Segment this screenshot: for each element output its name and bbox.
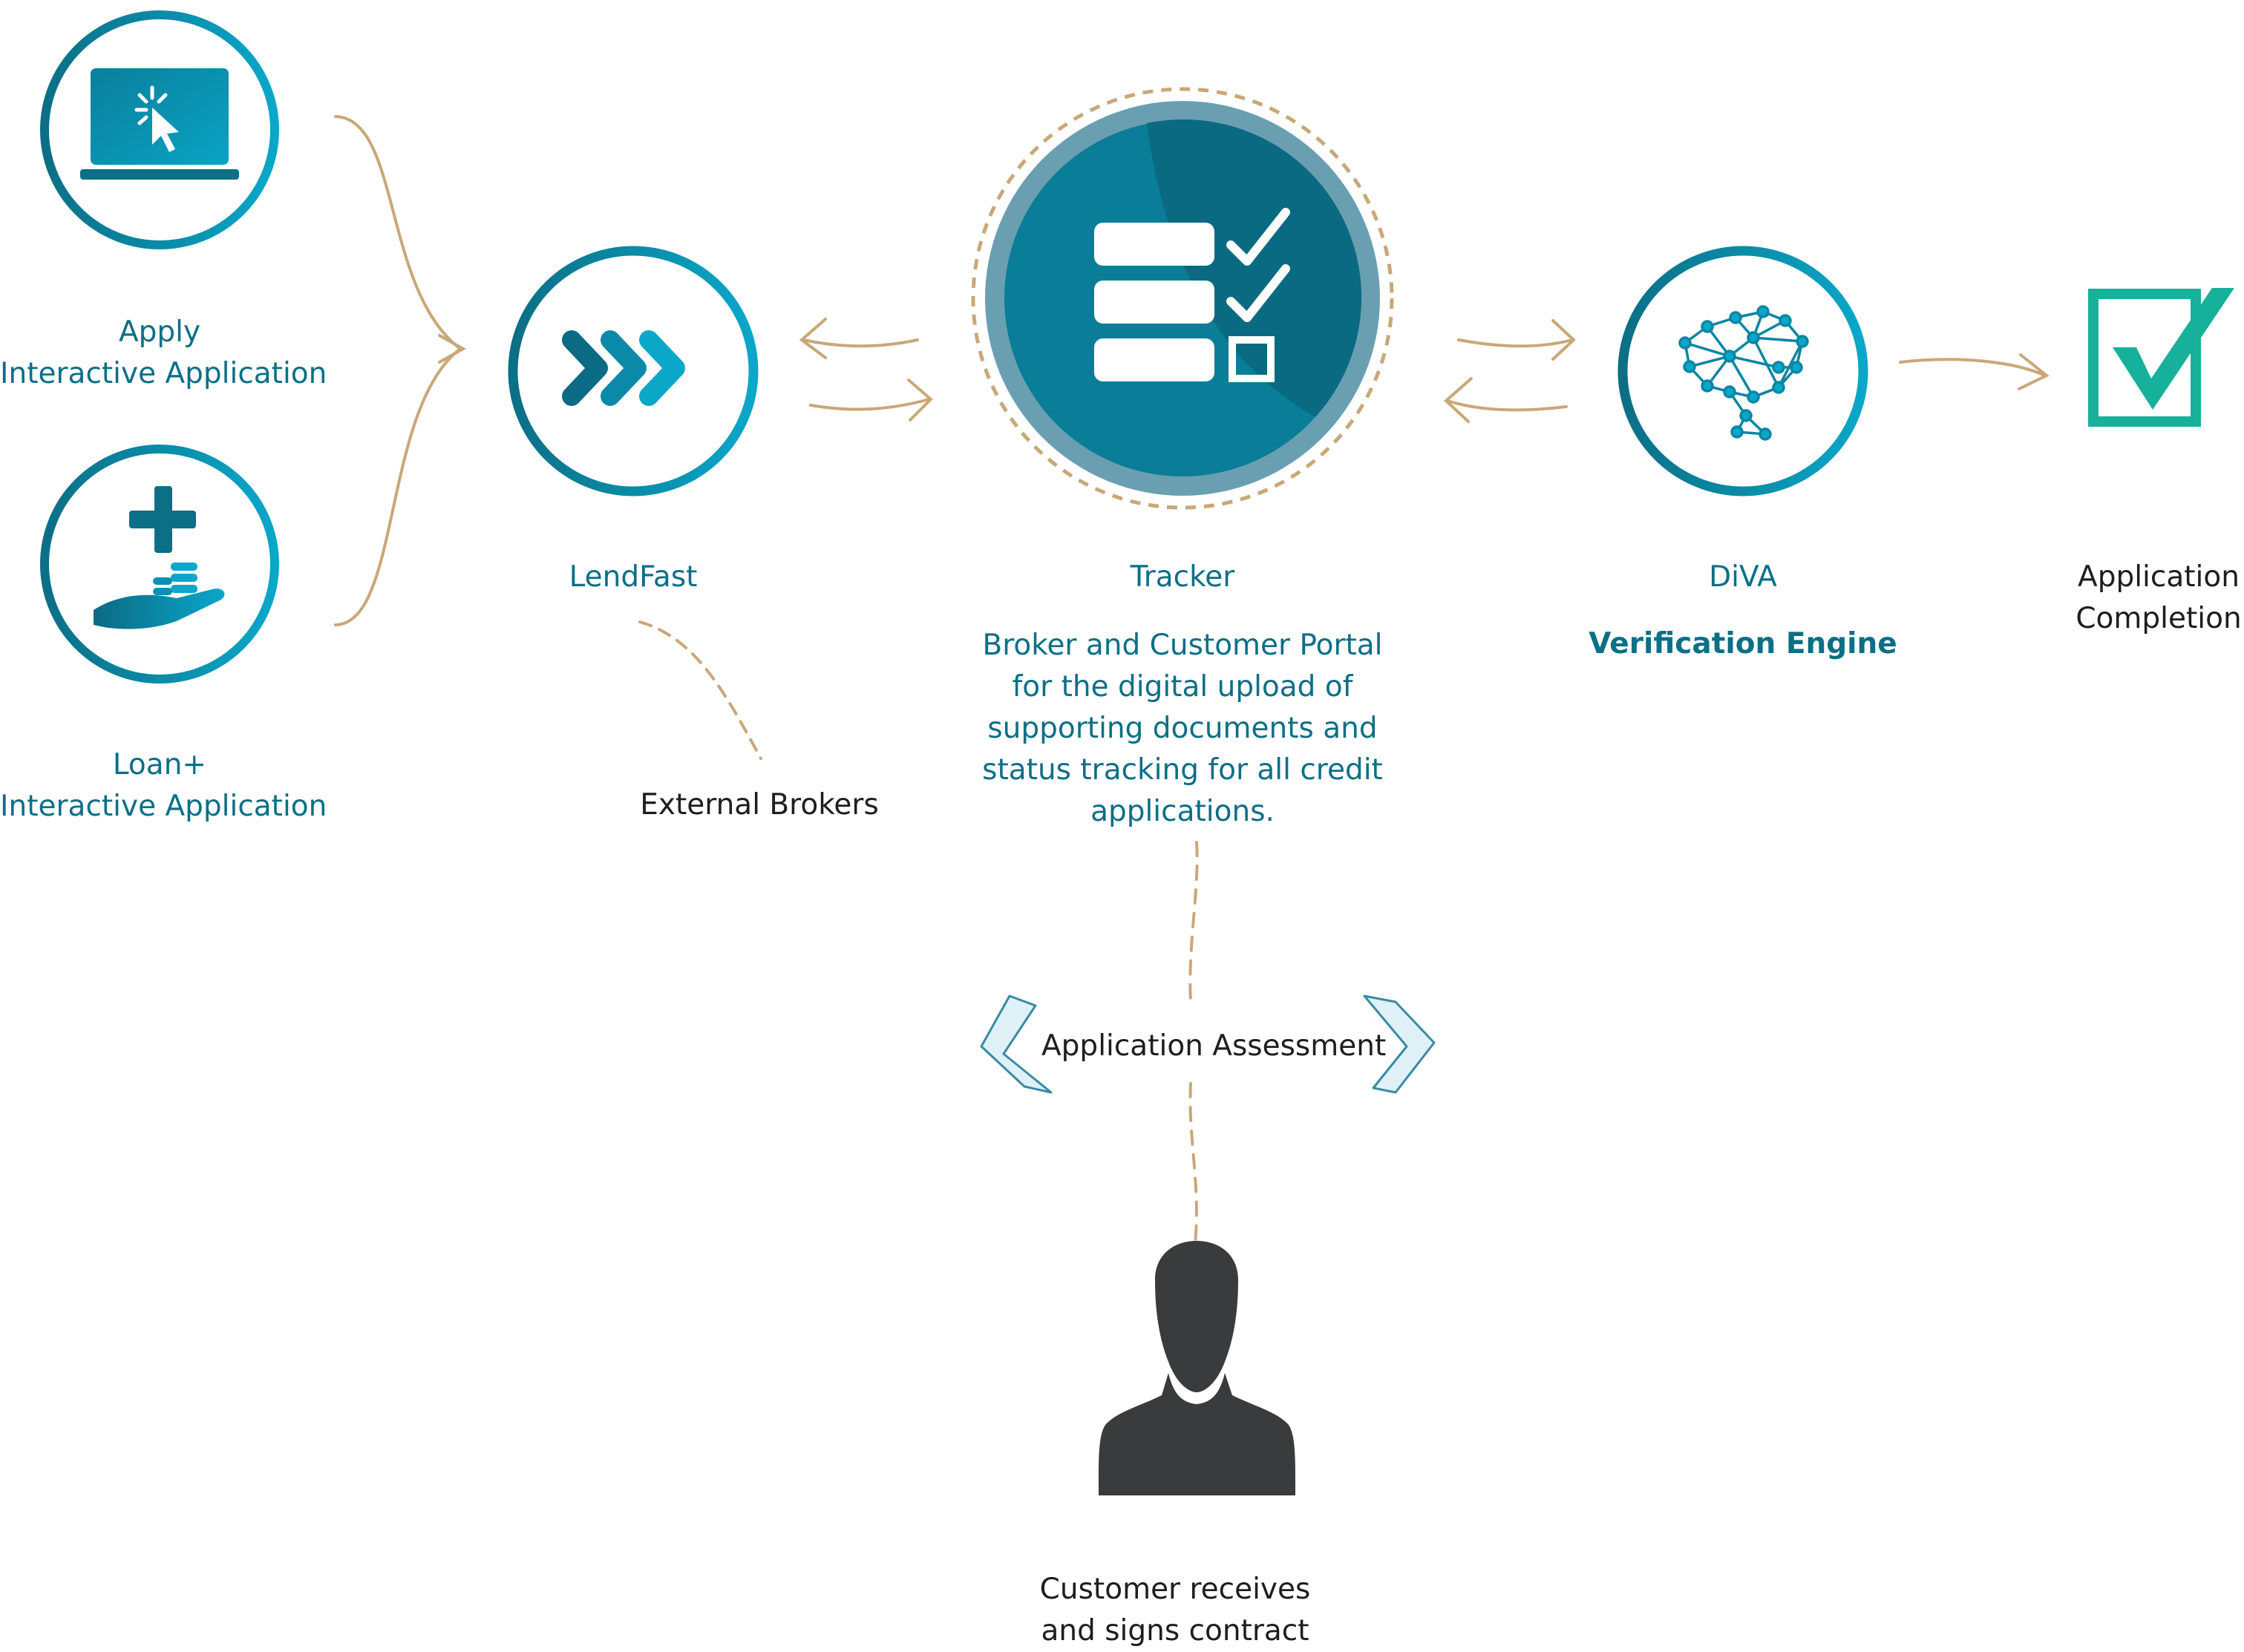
tracker-description-line: supporting documents and: [987, 712, 1378, 745]
customer-label-line2: and signs contract: [1041, 1614, 1309, 1648]
completion-label: Application Completion: [2036, 557, 2244, 640]
arrow-tracker-to-diva: [1457, 338, 1574, 348]
dashed-tracker-assessment: [1188, 841, 1199, 1003]
triple-chevron-icon: [562, 330, 685, 406]
completion-label-line1: Application: [2078, 560, 2240, 594]
brain-network-icon: [1678, 305, 1809, 441]
checkbox-checked-icon: [2088, 288, 2234, 427]
merge-bracket: [334, 115, 463, 626]
checklist-icon: [1094, 208, 1290, 382]
tracker-node: [971, 87, 1394, 510]
arrow-diva-to-completion: [1899, 358, 2047, 377]
lendfast-label: LendFast: [569, 560, 698, 594]
diva-node: [1617, 246, 1868, 496]
arrow-lendfast-to-tracker: [809, 398, 931, 411]
external-brokers-label: External Brokers: [640, 788, 879, 822]
loan-plus-label-line1: Loan+: [112, 748, 207, 781]
diva-label: DiVA: [1709, 560, 1777, 594]
customer-label-line1: Customer receives: [1039, 1573, 1311, 1606]
tracker-description-line: Broker and Customer Portal: [982, 629, 1383, 662]
dashed-lendfast-brokers: [638, 620, 762, 760]
connector-lines: [334, 115, 2050, 1259]
person-silhouette-icon: [1098, 1241, 1296, 1495]
hand-coins-plus-icon: [94, 486, 225, 629]
dashed-assessment-customer: [1188, 1082, 1198, 1259]
loan-plus-label-line2: Interactive Application: [0, 790, 327, 823]
tracker-label: Tracker: [1130, 560, 1235, 594]
lendfast-node: [508, 246, 759, 496]
apply-node: [40, 10, 279, 249]
arrow-tracker-to-lendfast: [802, 338, 919, 348]
assessment-label: Application Assessment: [1041, 1029, 1387, 1063]
tracker-description-line: for the digital upload of: [1012, 670, 1353, 704]
apply-label-line1: Apply: [118, 315, 201, 349]
tracker-description-line: status tracking for all credit: [982, 753, 1383, 787]
apply-label-line2: Interactive Application: [0, 357, 327, 390]
tracker-description: Broker and Customer Portal for the digit…: [923, 625, 1442, 833]
verification-engine-label: Verification Engine: [1589, 627, 1897, 661]
merge-arrowhead: [438, 334, 467, 364]
customer-label: Customer receives and signs contract: [989, 1569, 1361, 1652]
apply-label: Apply Interactive Application: [0, 312, 327, 395]
laptop-cursor-icon: [80, 68, 239, 180]
completion-label-line2: Completion: [2075, 602, 2242, 635]
assessment-chevron-right-icon: [1363, 994, 1436, 1094]
loan-plus-label: Loan+ Interactive Application: [0, 744, 327, 827]
tracker-description-line: applications.: [1090, 795, 1275, 828]
assessment-chevron-left-icon: [980, 994, 1053, 1094]
arrow-diva-to-tracker: [1446, 399, 1568, 412]
loan-plus-node: [40, 445, 279, 684]
